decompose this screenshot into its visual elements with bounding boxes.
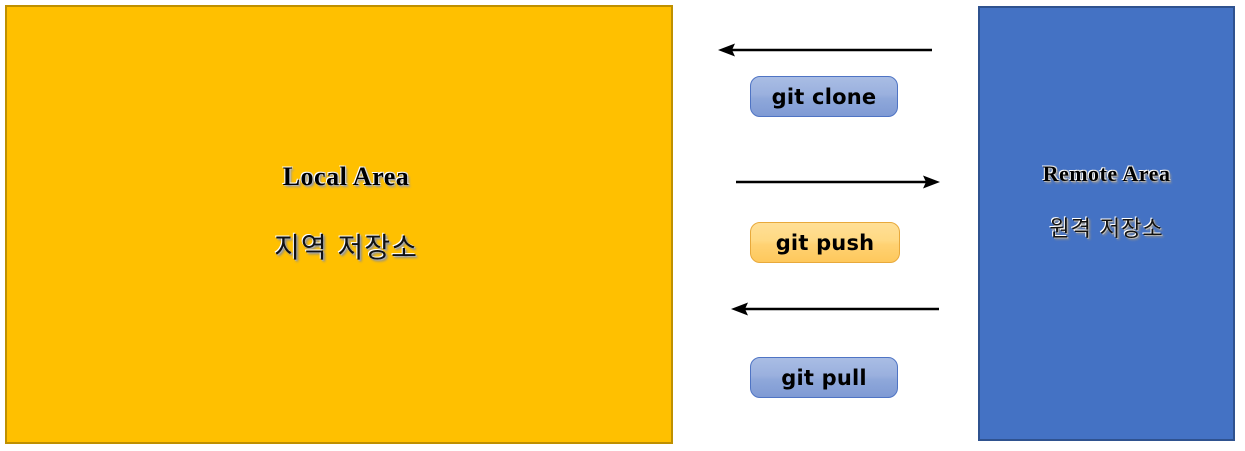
arrow-remote-to-local-pull [731,302,939,316]
local-area-title-ko: 지역 저장소 [274,230,418,264]
arrow-remote-to-local-clone [718,43,932,57]
local-area-box[interactable]: Local Area 지역 저장소 [5,5,673,444]
arrow-local-to-remote-push [736,175,940,189]
git-pull-label-badge[interactable]: git pull [750,357,898,398]
local-area-text-stack: Local Area 지역 저장소 [274,161,418,264]
remote-area-text-stack: Remote Area 원격 저장소 [1042,160,1171,242]
remote-area-title-ko: 원격 저장소 [1049,216,1164,242]
remote-area-box[interactable]: Remote Area 원격 저장소 [978,6,1235,441]
git-push-label-badge[interactable]: git push [750,222,900,263]
git-clone-label-badge[interactable]: git clone [750,76,898,117]
remote-area-title-en: Remote Area [1042,160,1171,186]
local-area-title-en: Local Area [282,161,410,191]
